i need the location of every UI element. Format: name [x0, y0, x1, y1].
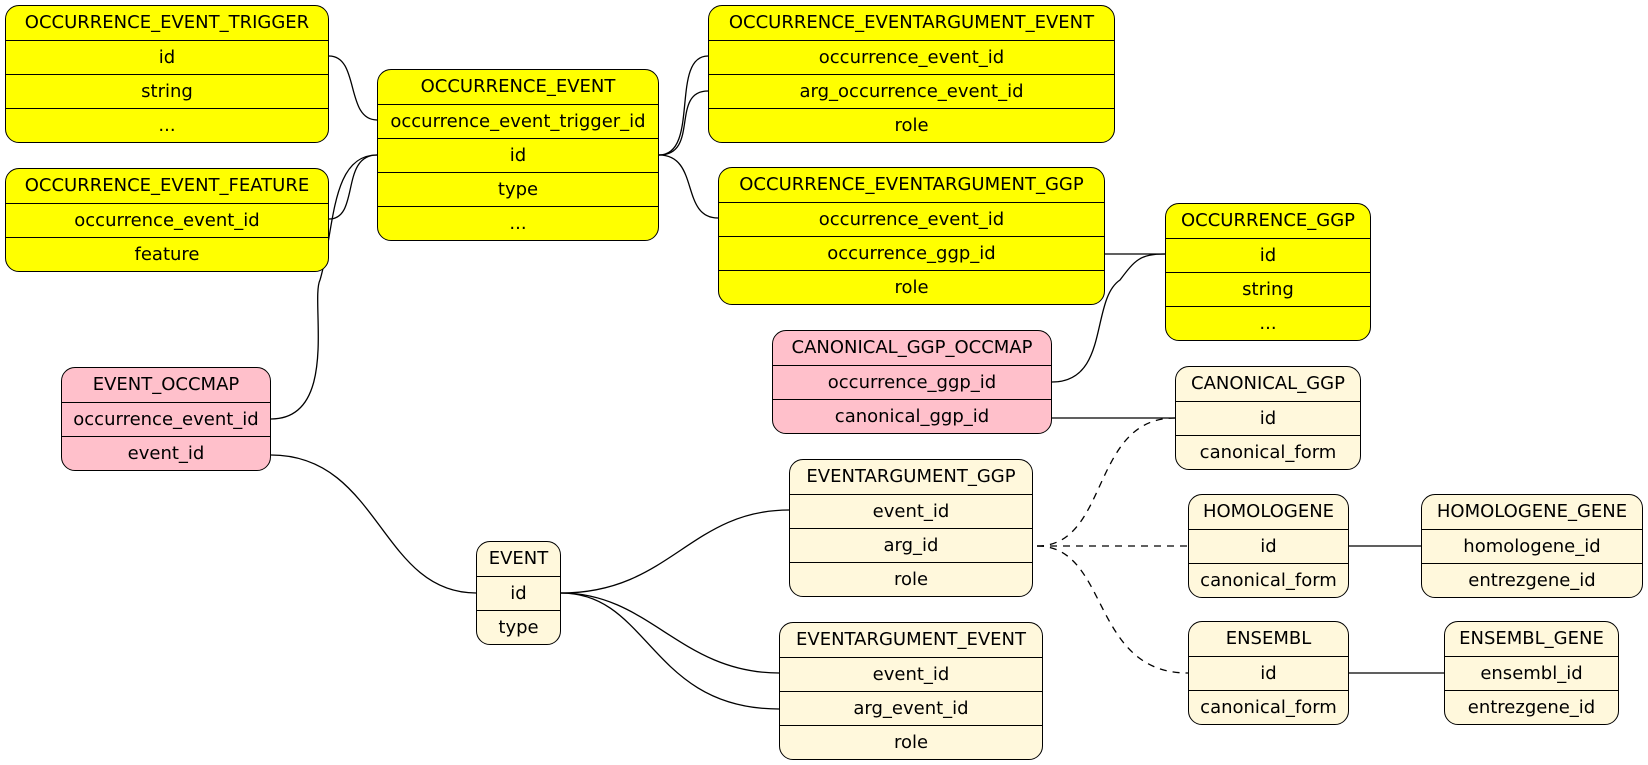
field-event-id: event_id — [790, 494, 1032, 528]
field-ensembl-id: ensembl_id — [1445, 656, 1618, 690]
field-event-id: event_id — [780, 657, 1042, 691]
table-occurrence-event-trigger: OCCURRENCE_EVENT_TRIGGER id string ... — [5, 5, 329, 143]
field-role: role — [719, 270, 1104, 304]
table-event: EVENT id type — [476, 541, 561, 645]
field-occurrence-event-id: occurrence_event_id — [62, 402, 270, 436]
table-title: OCCURRENCE_EVENT_TRIGGER — [24, 12, 310, 33]
field-type: type — [477, 610, 560, 644]
relation-arg-id-to-canonical-ggp — [1036, 417, 1176, 547]
relation-occurrence-event-to-oeg-event-id — [658, 154, 719, 219]
field-role: role — [709, 108, 1114, 142]
relation-feature-to-occurrence-event-id — [328, 154, 378, 220]
field-entrezgene-id: entrezgene_id — [1445, 690, 1618, 724]
field-role: role — [780, 725, 1042, 759]
table-title: OCCURRENCE_EVENT — [420, 76, 616, 97]
field-feature: feature — [6, 237, 328, 271]
field-canonical-form: canonical_form — [1176, 435, 1360, 469]
field-arg-occurrence-event-id: arg_occurrence_event_id — [709, 74, 1114, 108]
field-entrezgene-id: entrezgene_id — [1422, 563, 1642, 597]
relation-occurrence-event-to-oea-arg-id — [658, 90, 709, 156]
table-event-occmap: EVENT_OCCMAP occurrence_event_id event_i… — [61, 367, 271, 471]
table-occurrence-ggp: OCCURRENCE_GGP id string ... — [1165, 203, 1371, 341]
table-homologene-gene: HOMOLOGENE_GENE homologene_id entrezgene… — [1421, 494, 1643, 598]
table-occurrence-eventargument-ggp: OCCURRENCE_EVENTARGUMENT_GGP occurrence_… — [718, 167, 1105, 305]
table-canonical-ggp-occmap: CANONICAL_GGP_OCCMAP occurrence_ggp_id c… — [772, 330, 1052, 434]
field-ellipsis: ... — [6, 108, 328, 142]
field-occurrence-event-id: occurrence_event_id — [6, 203, 328, 237]
table-eventargument-ggp: EVENTARGUMENT_GGP event_id arg_id role — [789, 459, 1033, 597]
table-title: OCCURRENCE_GGP — [1180, 210, 1356, 231]
relation-arg-id-to-ensembl — [1036, 545, 1189, 674]
table-title: OCCURRENCE_EVENT_FEATURE — [24, 175, 310, 196]
relation-event-id-to-eae-arg-id — [560, 592, 780, 710]
table-homologene: HOMOLOGENE id canonical_form — [1188, 494, 1349, 598]
field-homologene-id: homologene_id — [1422, 529, 1642, 563]
field-arg-id: arg_id — [790, 528, 1032, 562]
field-id: id — [6, 40, 328, 74]
table-occurrence-eventargument-event: OCCURRENCE_EVENTARGUMENT_EVENT occurrenc… — [708, 5, 1115, 143]
table-ensembl-gene: ENSEMBL_GENE ensembl_id entrezgene_id — [1444, 621, 1619, 725]
table-title: CANONICAL_GGP — [1191, 373, 1345, 394]
field-canonical-form: canonical_form — [1189, 690, 1348, 724]
relation-event-id-to-eag-event-id — [560, 509, 790, 594]
table-occurrence-event-feature: OCCURRENCE_EVENT_FEATURE occurrence_even… — [5, 168, 329, 272]
field-event-id: event_id — [62, 436, 270, 470]
relation-trigger-id-to-occurrence-event — [328, 55, 378, 121]
field-ellipsis: ... — [1166, 306, 1370, 340]
field-canonical-ggp-id: canonical_ggp_id — [773, 399, 1051, 433]
field-occurrence-event-trigger-id: occurrence_event_trigger_id — [378, 104, 658, 138]
table-title: HOMOLOGENE — [1202, 501, 1335, 522]
field-id: id — [1189, 529, 1348, 563]
table-title: OCCURRENCE_EVENTARGUMENT_GGP — [739, 174, 1084, 195]
field-role: role — [790, 562, 1032, 596]
field-id: id — [1189, 656, 1348, 690]
field-string: string — [1166, 272, 1370, 306]
table-title: ENSEMBL — [1225, 628, 1312, 649]
table-eventargument-event: EVENTARGUMENT_EVENT event_id arg_event_i… — [779, 622, 1043, 760]
table-title: EVENTARGUMENT_EVENT — [796, 629, 1026, 650]
field-id: id — [477, 576, 560, 610]
table-occurrence-event: OCCURRENCE_EVENT occurrence_event_trigge… — [377, 69, 659, 241]
field-ellipsis: ... — [378, 206, 658, 240]
field-canonical-form: canonical_form — [1189, 563, 1348, 597]
relation-occurrence-event-to-oea-event-id — [658, 55, 709, 156]
field-string: string — [6, 74, 328, 108]
field-occurrence-ggp-id: occurrence_ggp_id — [773, 365, 1051, 399]
table-title: ENSEMBL_GENE — [1459, 628, 1604, 649]
table-title: EVENTARGUMENT_GGP — [806, 466, 1016, 487]
field-id: id — [1176, 401, 1360, 435]
table-title: HOMOLOGENE_GENE — [1436, 501, 1628, 522]
field-occurrence-event-id: occurrence_event_id — [719, 202, 1104, 236]
table-title: EVENT — [488, 548, 549, 569]
field-id: id — [378, 138, 658, 172]
field-occurrence-event-id: occurrence_event_id — [709, 40, 1114, 74]
table-title: EVENT_OCCMAP — [92, 374, 240, 395]
table-ensembl: ENSEMBL id canonical_form — [1188, 621, 1349, 725]
relation-canonical-occmap-to-occurrence-ggp — [1051, 253, 1166, 383]
field-type: type — [378, 172, 658, 206]
relation-event-occmap-to-occurrence-event-id — [270, 154, 378, 420]
field-arg-event-id: arg_event_id — [780, 691, 1042, 725]
field-occurrence-ggp-id: occurrence_ggp_id — [719, 236, 1104, 270]
table-canonical-ggp: CANONICAL_GGP id canonical_form — [1175, 366, 1361, 470]
table-title: CANONICAL_GGP_OCCMAP — [791, 337, 1033, 358]
table-title: OCCURRENCE_EVENTARGUMENT_EVENT — [728, 12, 1095, 33]
relation-event-occmap-to-event-id — [270, 454, 477, 594]
relation-event-id-to-eae-event-id — [560, 592, 780, 674]
field-id: id — [1166, 238, 1370, 272]
